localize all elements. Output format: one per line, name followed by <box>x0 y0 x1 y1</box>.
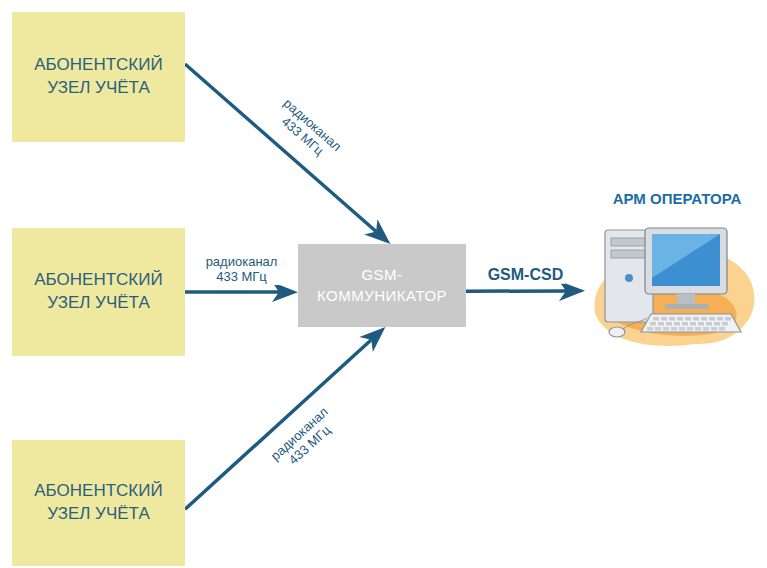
arrow-head <box>359 327 385 352</box>
computer-illustration <box>585 218 761 350</box>
node-label: GSM- КОММУНИКАТОР <box>317 265 447 306</box>
connector-line <box>185 290 279 294</box>
operator-workstation: АРМ ОПЕРАТОРА <box>585 190 767 350</box>
radio-link-arrow <box>185 327 385 509</box>
arrow-head <box>364 219 390 244</box>
radio-link-arrow <box>185 282 298 302</box>
radio-link-arrow <box>185 64 390 244</box>
connector-line <box>466 289 566 293</box>
link-label: радиоканал 433 МГц <box>264 400 348 480</box>
gsm-communicator-box: GSM- КОММУНИКАТОР <box>298 244 466 327</box>
meter-node-box: АБОНЕНТСКИЙ УЗЕЛ УЧЁТА <box>12 440 185 566</box>
link-label: радиоканал 433 МГц <box>265 92 349 171</box>
link-label: GSM-CSD <box>486 266 566 284</box>
node-label: АБОНЕНТСКИЙ УЗЕЛ УЧЁТА <box>34 269 162 315</box>
connector-line <box>185 64 376 231</box>
meter-node-box: АБОНЕНТСКИЙ УЗЕЛ УЧЁТА <box>12 228 185 356</box>
node-label: АБОНЕНТСКИЙ УЗЕЛ УЧЁТА <box>34 54 162 100</box>
link-label: радиоканал 433 МГц <box>199 255 285 285</box>
arrow-head <box>272 282 298 302</box>
node-heading: АРМ ОПЕРАТОРА <box>585 190 767 207</box>
meter-node-box: АБОНЕНТСКИЙ УЗЕЛ УЧЁТА <box>12 12 185 142</box>
connector-line <box>185 340 371 510</box>
node-label: АБОНЕНТСКИЙ УЗЕЛ УЧЁТА <box>34 480 162 526</box>
